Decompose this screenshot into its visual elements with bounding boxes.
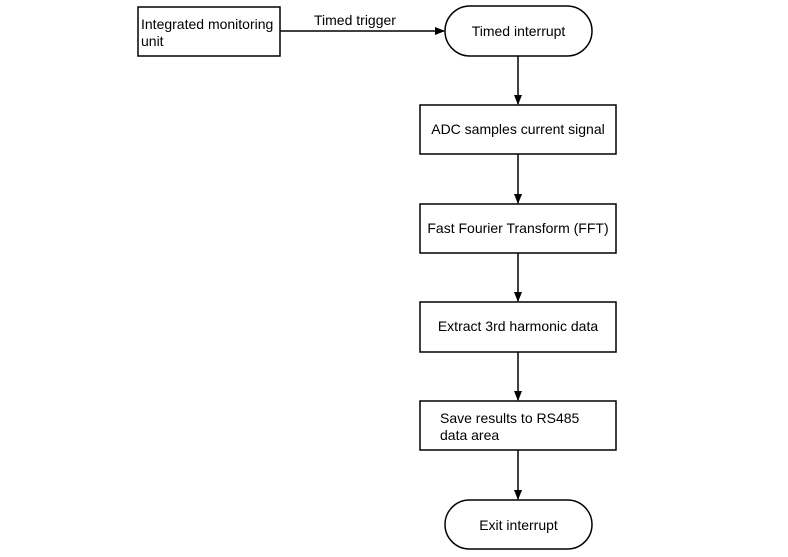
node-adc-sample: ADC samples current signal [419, 104, 617, 155]
node-exit-interrupt: Exit interrupt [444, 499, 593, 550]
node-extract-harmonic: Extract 3rd harmonic data [419, 301, 617, 353]
node-monitoring-unit-line-1: Integrated monitoring [141, 16, 273, 32]
node-extract-harmonic-label: Extract 3rd harmonic data [438, 318, 599, 334]
node-fft: Fast Fourier Transform (FFT) [419, 203, 617, 254]
node-timed-interrupt: Timed interrupt [444, 5, 593, 57]
node-adc-sample-label: ADC samples current signal [431, 121, 605, 137]
node-fft-label: Fast Fourier Transform (FFT) [427, 220, 608, 236]
node-save-results: Save results to RS485 data area [419, 400, 617, 451]
node-save-results-line-1: Save results to RS485 [440, 410, 580, 426]
node-timed-interrupt-label: Timed interrupt [472, 23, 566, 39]
node-exit-interrupt-label: Exit interrupt [479, 517, 558, 533]
edge-timed-trigger-label: Timed trigger [314, 12, 396, 28]
node-monitoring-unit: Integrated monitoring unit [137, 6, 281, 57]
node-save-results-line-2: data area [440, 427, 499, 443]
edge-timed-trigger: Timed trigger [280, 12, 445, 35]
node-monitoring-unit-line-2: unit [141, 33, 164, 49]
